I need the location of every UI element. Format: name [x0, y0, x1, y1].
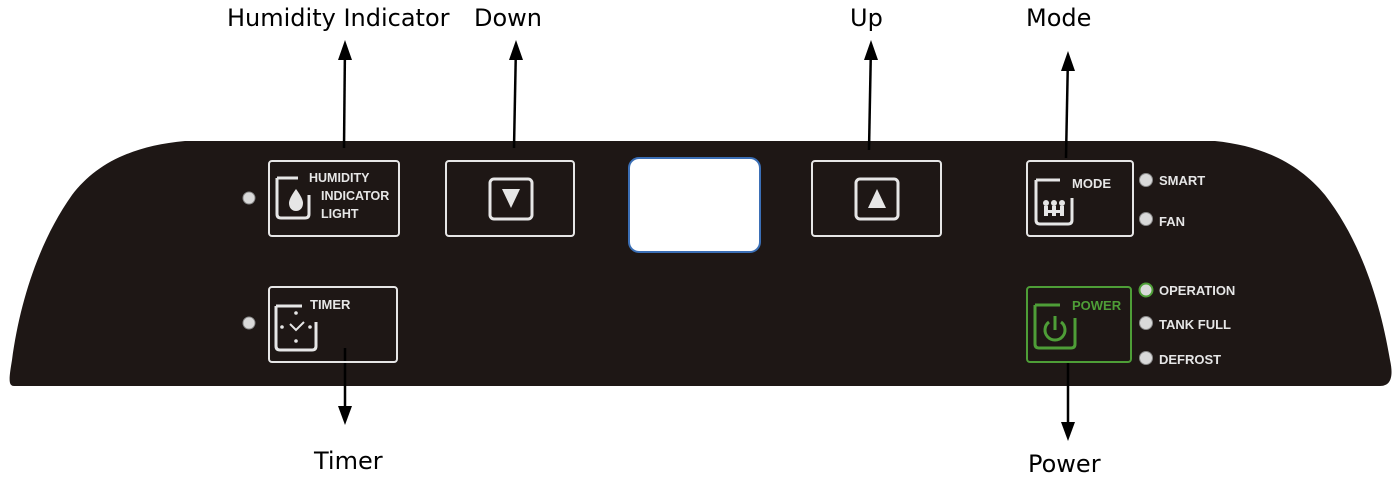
operation-led	[1138, 282, 1154, 298]
power-label: POWER	[1072, 298, 1122, 313]
defrost-led	[1139, 351, 1153, 365]
mode-frame-icon	[1034, 178, 1074, 226]
callout-humidity-indicator: Humidity Indicator	[227, 4, 450, 32]
fan-label: FAN	[1159, 214, 1185, 229]
humidity-indicator-button[interactable]: HUMIDITY INDICATOR LIGHT	[268, 160, 400, 237]
arrow-down	[512, 43, 518, 149]
tank-full-led	[1139, 316, 1153, 330]
arrow-humidity	[342, 43, 347, 149]
mode-label: MODE	[1072, 176, 1111, 191]
defrost-label: DEFROST	[1159, 352, 1221, 367]
down-triangle-icon	[502, 189, 520, 208]
power-icon	[1043, 316, 1067, 342]
timer-label: TIMER	[310, 297, 351, 312]
up-triangle-icon	[868, 189, 886, 208]
callout-up: Up	[850, 4, 883, 32]
callout-mode: Mode	[1026, 4, 1092, 32]
power-frame-icon	[1033, 303, 1077, 350]
arrow-mode	[1064, 54, 1070, 159]
arrow-up	[867, 43, 873, 151]
timer-frame-icon	[274, 304, 318, 352]
operation-label: OPERATION	[1159, 283, 1235, 298]
fan-mode-icon	[1043, 200, 1065, 216]
up-button[interactable]	[811, 160, 942, 237]
fan-led	[1139, 212, 1153, 226]
humidity-label-line3: LIGHT	[321, 207, 359, 221]
power-button[interactable]: POWER	[1026, 286, 1132, 363]
humidity-label-line1: HUMIDITY	[309, 171, 370, 185]
timer-button[interactable]: TIMER	[268, 286, 398, 363]
callout-timer: Timer	[314, 447, 383, 475]
humidity-led	[242, 191, 256, 205]
callout-down: Down	[474, 4, 543, 32]
clock-icon	[280, 311, 312, 343]
water-drop-icon	[289, 189, 303, 211]
smart-label: SMART	[1159, 173, 1205, 188]
humidity-label-line2: INDICATOR	[321, 189, 389, 203]
humidity-drop-icon	[275, 176, 311, 220]
timer-led	[242, 316, 256, 330]
mode-button[interactable]: MODE	[1026, 160, 1134, 237]
callout-arrows	[338, 40, 1075, 441]
tank-full-label: TANK FULL	[1159, 317, 1231, 332]
digital-display	[628, 157, 761, 253]
down-button[interactable]	[445, 160, 575, 237]
smart-led	[1139, 173, 1153, 187]
callout-power: Power	[1028, 450, 1101, 478]
